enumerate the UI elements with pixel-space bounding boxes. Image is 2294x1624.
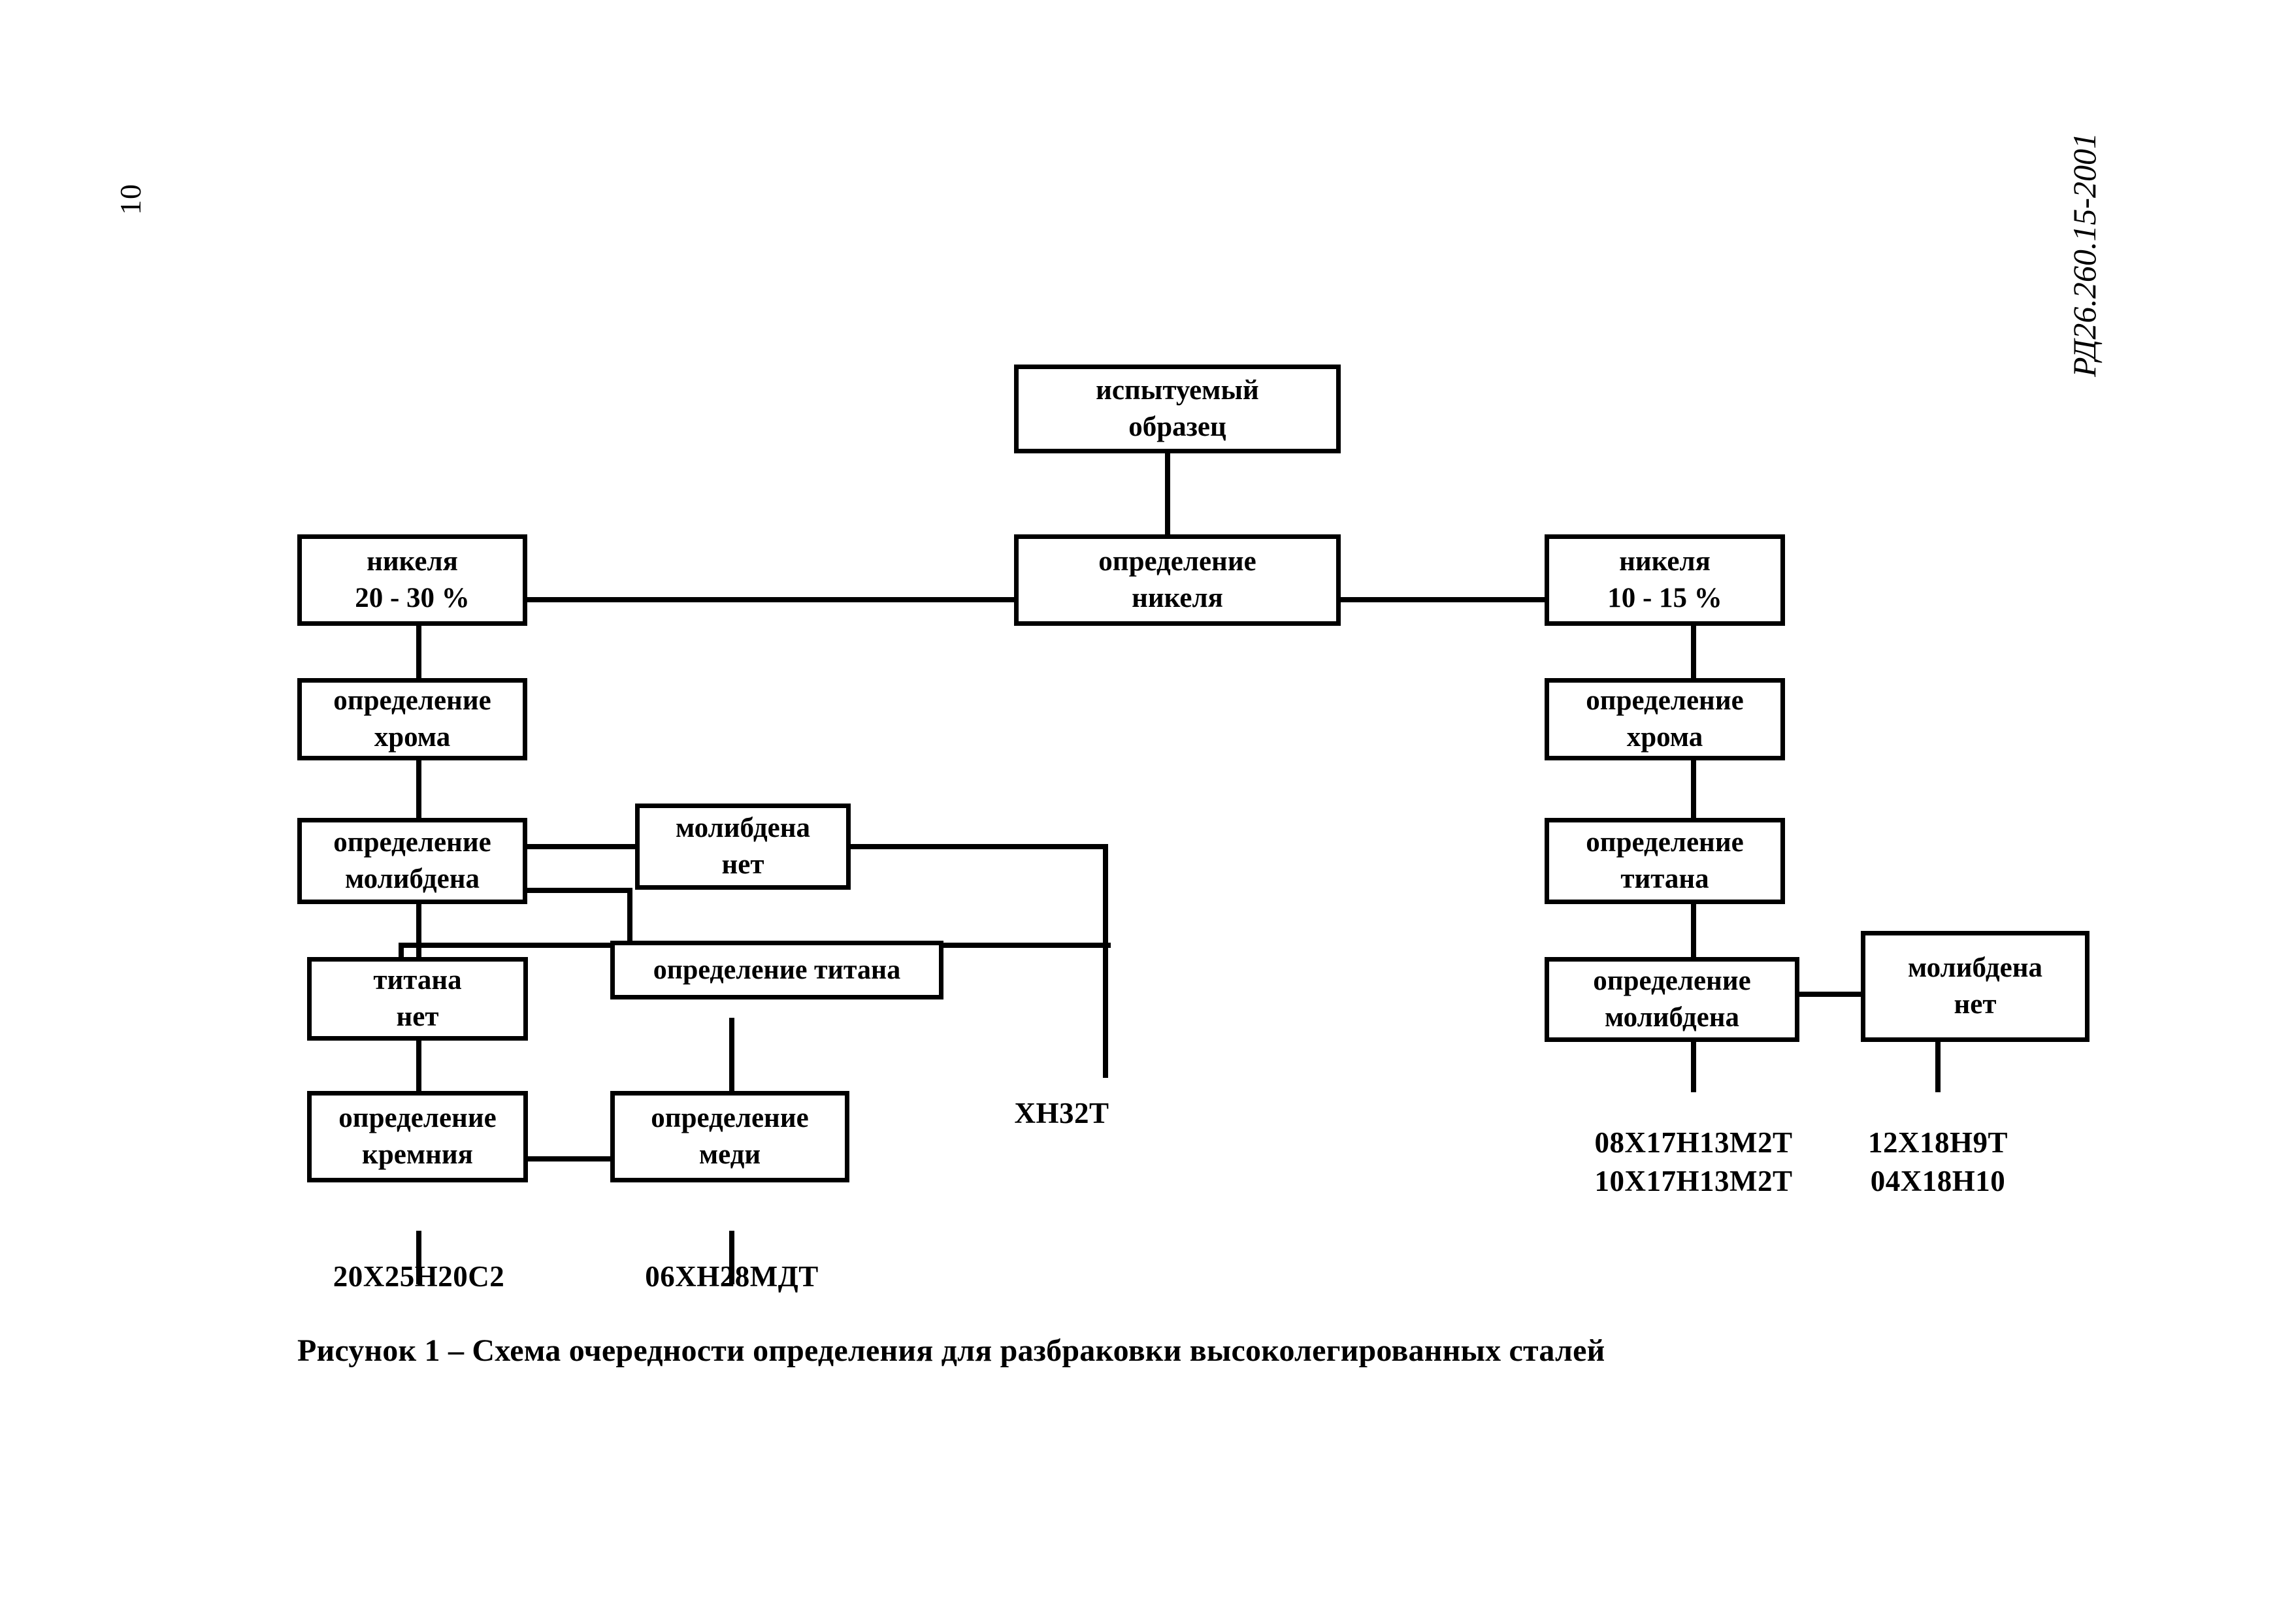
terminal-steel-hn32t: ХН32Т [1014,1094,1109,1133]
node-copper-determination-line1: определение [651,1103,809,1134]
connector-silicon-to-copper [523,1156,615,1161]
node-nickel-10-15-line2: 10 - 15 % [1607,583,1722,613]
node-copper-determination[interactable]: определение меди [610,1091,849,1182]
node-no-titanium-left-line2: нет [396,1001,439,1032]
terminal-steel-06hn28mdt: 06ХН28МДТ [645,1258,818,1296]
figure-caption: Рисунок 1 – Схема очередности определени… [297,1333,1605,1368]
connector-silicon-to-steel [416,1231,421,1284]
connector-titan-det-to-copper [729,1018,734,1096]
connector-sample-to-nickel [1165,451,1170,536]
terminal-steel-hn32t-line1: ХН32Т [1014,1097,1109,1129]
terminal-steel-06hn28mdt-line1: 06ХН28МДТ [645,1260,819,1293]
terminal-steel-17n13m2t: 08Х17Н13М2Т 10Х17Н13М2Т [1595,1124,1793,1201]
connector-left-moly-to-moly-none [523,844,638,849]
connector-moly-none-right-stub [847,844,1108,849]
node-molybdenum-determination-left-line1: определение [333,827,491,858]
connector-left-moly-to-titan-none [416,903,421,959]
page-number: 10 [114,184,147,215]
node-chromium-determination-right[interactable]: определение хрома [1545,678,1785,760]
connector-nickel-to-left-branch [523,597,1019,602]
node-nickel-determination[interactable]: определение никеля [1014,534,1341,626]
node-molybdenum-determination-left[interactable]: определение молибдена [297,818,527,904]
document-code-header: РД26.260.15-2001 [2066,132,2103,378]
connector-right-chrome-to-titan [1691,759,1696,818]
connector-left-moly-lower-stub [523,888,632,893]
connector-right-moly-to-moly-none [1799,992,1863,997]
terminal-steel-18n9t: 12Х18Н9Т 04Х18Н10 [1868,1124,2008,1201]
terminal-steel-17n13m2t-line2: 10Х17Н13М2Т [1594,1165,1793,1198]
node-molybdenum-determination-right-line1: определение [1593,966,1751,997]
connector-right-moly-none-to-steel [1935,1039,1941,1092]
node-no-molybdenum-left[interactable]: молибдена нет [635,804,851,890]
node-test-sample-line2: образец [1128,412,1226,442]
node-chromium-determination-left-line2: хрома [374,722,451,753]
node-test-sample-line1: испытуемый [1096,375,1259,406]
terminal-steel-17n13m2t-line1: 08Х17Н13М2Т [1594,1126,1793,1159]
terminal-steel-20h25n20s2-line1: 20Х25Н20С2 [333,1260,505,1293]
node-nickel-10-15[interactable]: никеля 10 - 15 % [1545,534,1785,626]
connector-right-titan-to-moly [1691,903,1696,959]
node-no-molybdenum-left-line2: нет [721,849,764,880]
node-test-sample[interactable]: испытуемый образец [1014,365,1341,453]
node-nickel-20-30-line2: 20 - 30 % [355,583,470,613]
node-nickel-determination-line2: никеля [1132,583,1223,613]
node-copper-determination-line2: меди [698,1139,761,1170]
node-nickel-10-15-line1: никеля [1619,546,1711,577]
connector-left-moly-lower-down [627,888,632,948]
node-no-titanium-left-line1: титана [373,965,462,996]
connector-nickel-to-right-branch [1311,597,1545,602]
node-no-molybdenum-right[interactable]: молибдена нет [1861,931,2089,1042]
node-no-molybdenum-left-line1: молибдена [675,813,811,844]
node-titanium-determination-left-line1: определение титана [653,954,901,985]
node-titanium-determination-right[interactable]: определение титана [1545,818,1785,904]
connector-right-nickel-to-chrome [1691,626,1696,678]
node-nickel-determination-line1: определение [1098,546,1256,577]
connector-left-chrome-to-moly [416,759,421,818]
node-titanium-determination-left[interactable]: определение титана [610,941,943,999]
node-silicon-determination[interactable]: определение кремния [307,1091,528,1182]
node-no-titanium-left[interactable]: титана нет [307,957,528,1041]
terminal-steel-20h25n20s2: 20Х25Н20С2 [333,1258,505,1296]
node-chromium-determination-right-line2: хрома [1626,722,1703,753]
node-chromium-determination-right-line1: определение [1586,685,1744,717]
node-nickel-20-30[interactable]: никеля 20 - 30 % [297,534,527,626]
node-silicon-determination-line1: определение [338,1103,497,1134]
node-molybdenum-determination-right[interactable]: определение молибдена [1545,957,1799,1042]
connector-left-titan-none-to-silicon [416,1039,421,1096]
node-titanium-determination-right-line1: определение [1586,827,1744,858]
connector-copper-to-steel [729,1231,734,1284]
node-chromium-determination-left[interactable]: определение хрома [297,678,527,760]
connector-left-nickel-to-chrome [416,626,421,678]
node-titanium-determination-right-line2: титана [1620,864,1709,894]
node-silicon-determination-line2: кремния [362,1139,473,1170]
node-molybdenum-determination-left-line2: молибдена [344,864,480,894]
node-no-molybdenum-right-line2: нет [1954,989,1997,1020]
terminal-steel-18n9t-line1: 12Х18Н9Т [1867,1126,2008,1159]
connector-moly-none-down-to-hn32t [1103,844,1108,1078]
connector-right-moly-to-steel [1691,1039,1696,1092]
node-chromium-determination-left-line1: определение [333,685,491,717]
terminal-steel-18n9t-line2: 04Х18Н10 [1870,1165,2006,1198]
node-no-molybdenum-right-line1: молибдена [1907,952,2043,984]
node-molybdenum-determination-right-line2: молибдена [1604,1002,1740,1033]
node-nickel-20-30-line1: никеля [367,546,458,577]
